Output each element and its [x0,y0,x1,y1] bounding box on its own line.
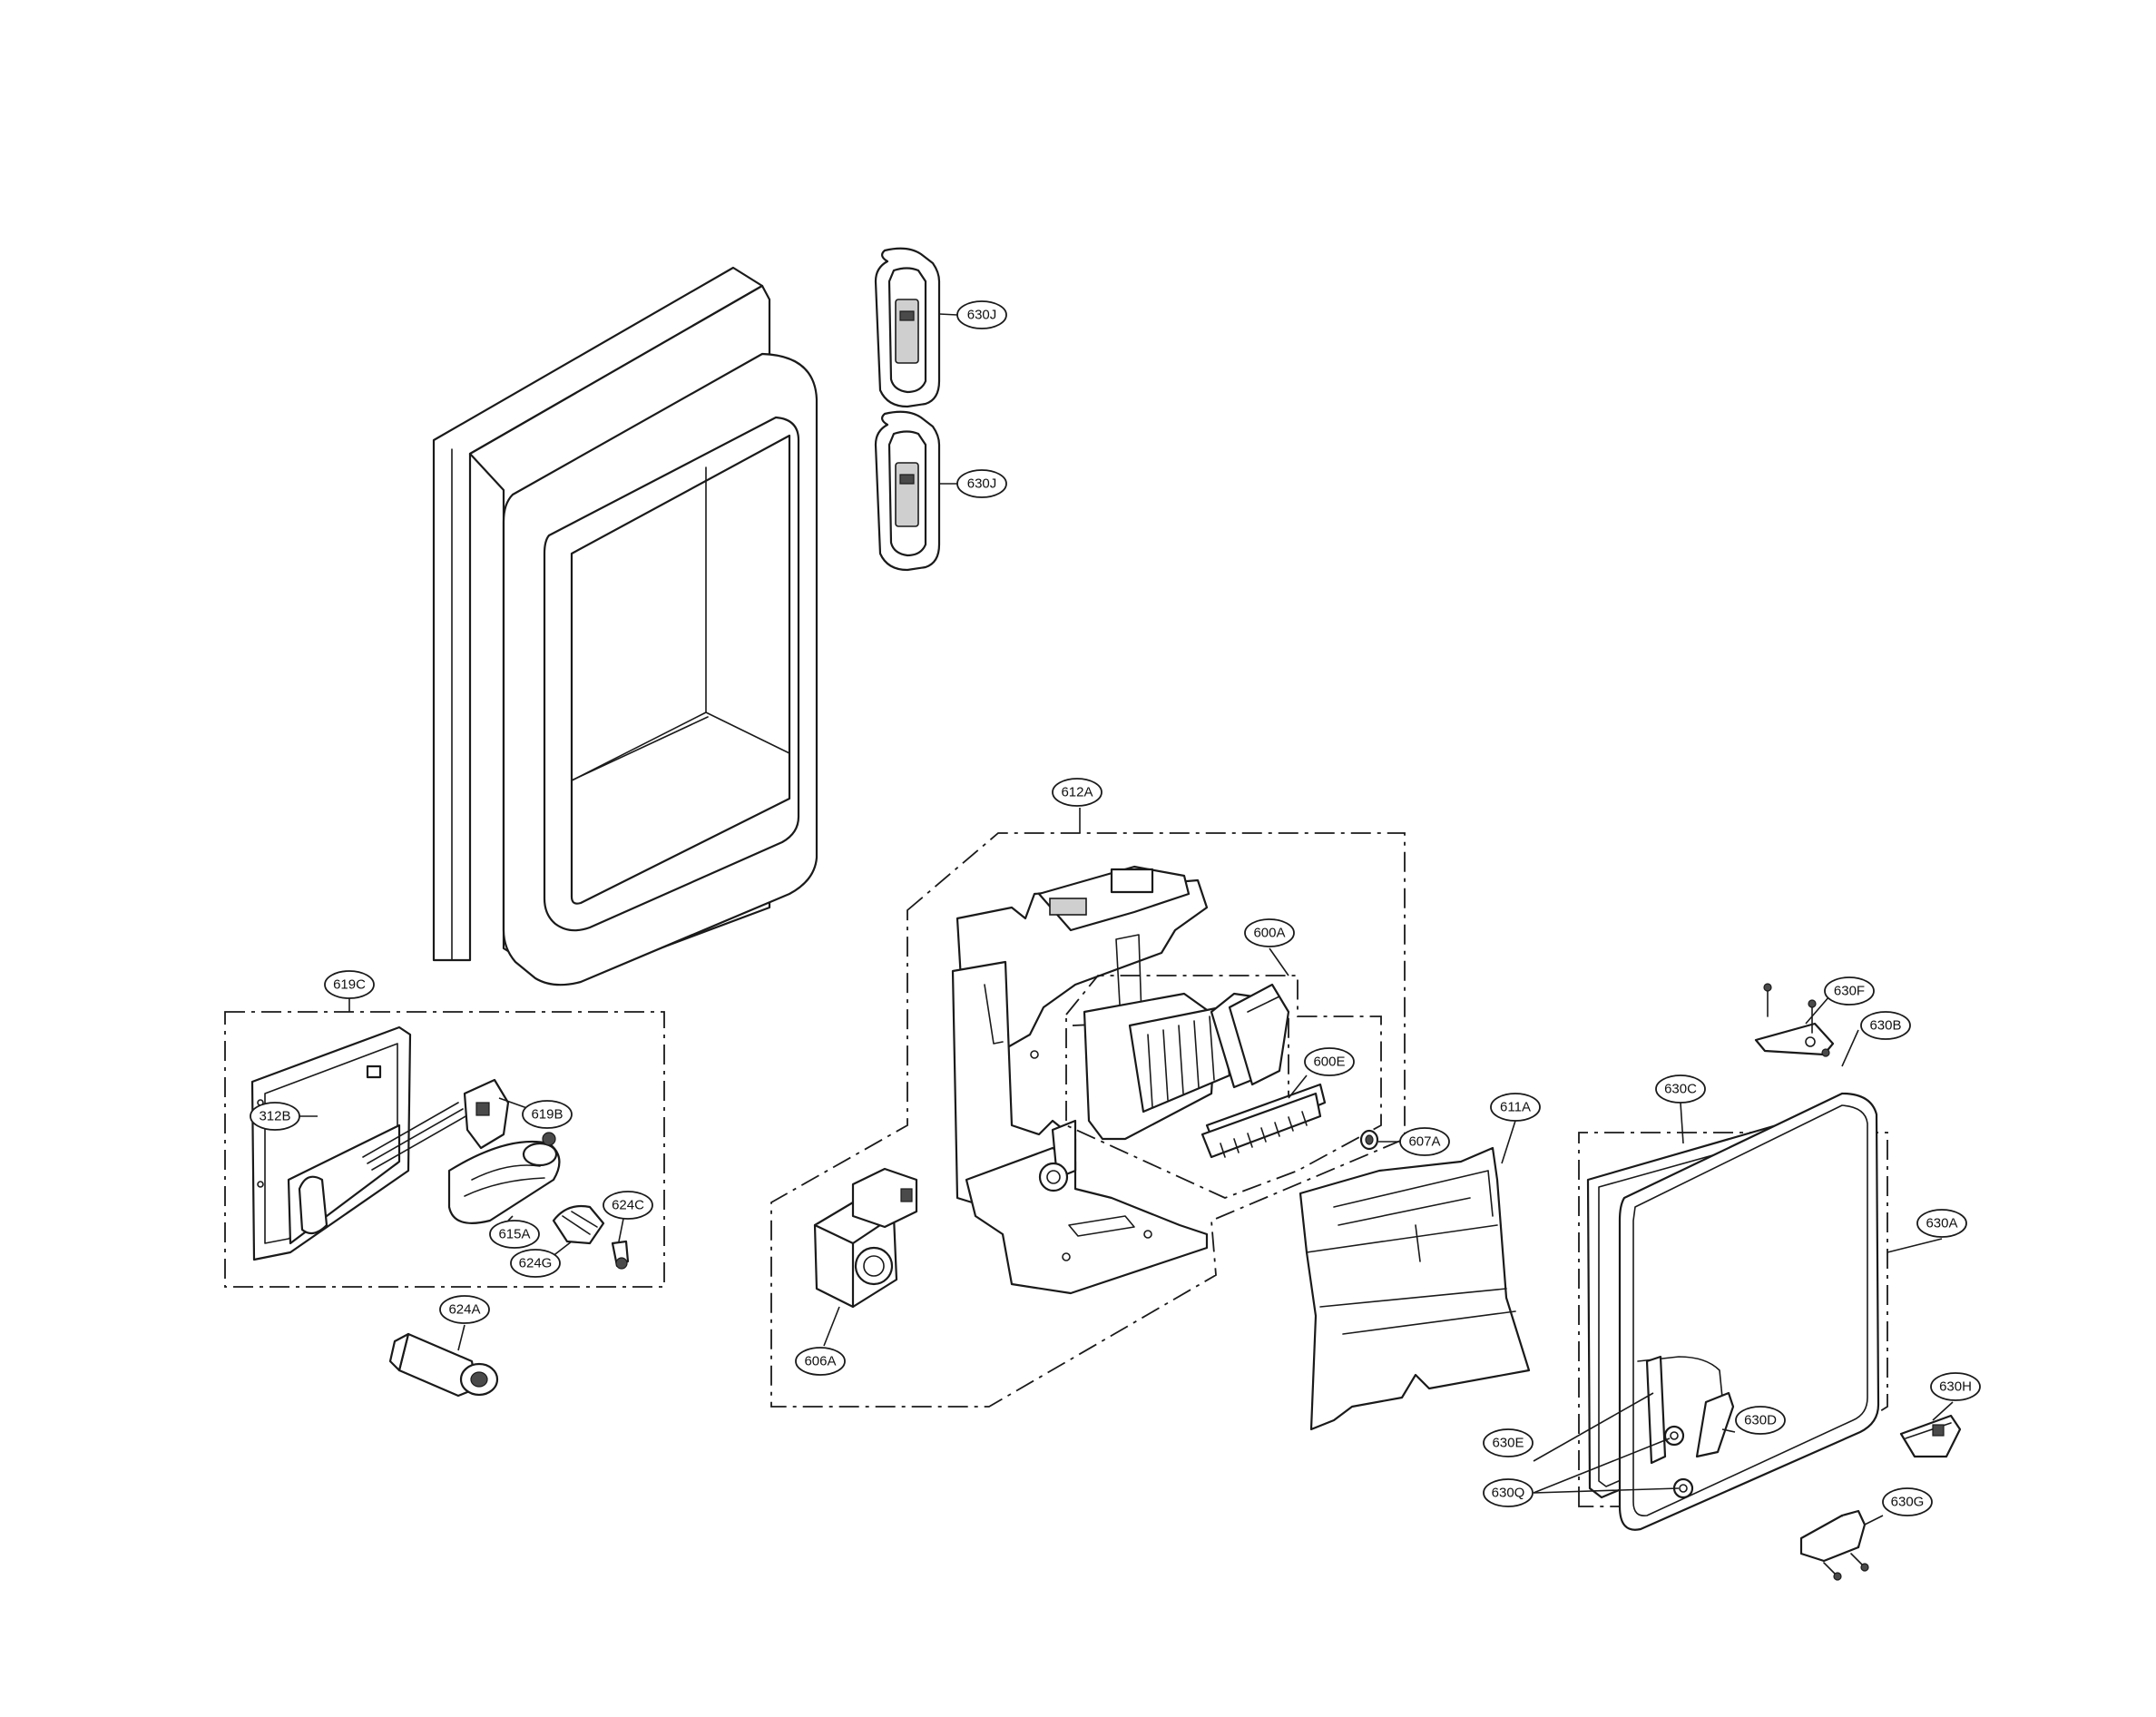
lower-hinge-630G [1799,1509,1869,1581]
bypass-plug-624A [388,1332,499,1398]
svg-text:607A: 607A [1408,1134,1440,1150]
callout-624G: 624G [510,1249,561,1278]
callout-607A: 607A [1399,1127,1450,1156]
chute-cover-611A [1298,1146,1531,1431]
svg-text:615A: 615A [498,1227,530,1242]
svg-text:630Q: 630Q [1492,1486,1525,1501]
grate-slots [1220,1111,1308,1158]
svg-text:611A: 611A [1500,1100,1531,1115]
svg-text:600A: 600A [1253,926,1285,941]
right-door-assembly [1578,1092,1888,1531]
svg-text:619C: 619C [333,977,366,993]
knob-607A [1359,1129,1379,1151]
svg-text:624A: 624A [448,1302,480,1318]
callout-619C: 619C [324,970,375,999]
callout-615A: 615A [489,1220,540,1249]
callout-630E: 630E [1483,1428,1534,1457]
svg-text:312B: 312B [259,1109,290,1124]
callout-630H: 630H [1930,1372,1981,1401]
handle-cap-630J-top [874,247,941,408]
svg-text:600E: 600E [1313,1055,1345,1070]
callout-611A: 611A [1490,1093,1541,1122]
callout-630J-top: 630J [956,300,1007,329]
svg-text:624C: 624C [612,1198,644,1213]
callout-630G: 630G [1882,1487,1933,1516]
svg-text:612A: 612A [1061,785,1093,800]
svg-text:630F: 630F [1834,984,1865,999]
icemaker-fingers [1147,1015,1215,1108]
motor-606A [813,1167,918,1309]
callout-624A: 624A [439,1295,490,1324]
callout-630B: 630B [1860,1011,1911,1040]
callout-630A: 630A [1916,1209,1967,1238]
svg-text:630C: 630C [1664,1082,1697,1097]
svg-text:630H: 630H [1939,1379,1972,1395]
icemaker-housing-group [770,832,1406,1408]
callout-630C: 630C [1655,1074,1706,1104]
svg-text:606A: 606A [804,1354,836,1369]
door-assembly [432,266,818,986]
svg-text:630G: 630G [1891,1495,1925,1510]
callout-600A: 600A [1244,918,1295,947]
svg-text:630A: 630A [1926,1216,1957,1231]
svg-text:630J: 630J [967,308,997,323]
callout-624C: 624C [603,1191,653,1220]
hinge-plate-630F [1754,983,1835,1057]
svg-text:630E: 630E [1492,1436,1524,1451]
callout-630D: 630D [1735,1406,1786,1435]
svg-text:630D: 630D [1744,1413,1777,1428]
cover-630H [1899,1414,1962,1458]
callout-630J-bottom: 630J [956,469,1007,498]
leader-lines [295,313,1954,1526]
svg-text:630J: 630J [967,476,997,492]
callout-612A: 612A [1052,778,1102,807]
svg-text:624G: 624G [519,1256,553,1271]
callout-619B: 619B [522,1100,573,1129]
callout-606A: 606A [795,1347,846,1376]
svg-text:619B: 619B [531,1107,563,1123]
svg-text:630B: 630B [1869,1018,1901,1034]
callout-630Q: 630Q [1483,1478,1534,1507]
handle-cap-630J-bottom [874,410,941,572]
callout-312B: 312B [250,1102,300,1131]
callout-630F: 630F [1824,976,1875,1006]
callout-600E: 600E [1304,1047,1355,1076]
filter-housing-group [224,1011,665,1288]
